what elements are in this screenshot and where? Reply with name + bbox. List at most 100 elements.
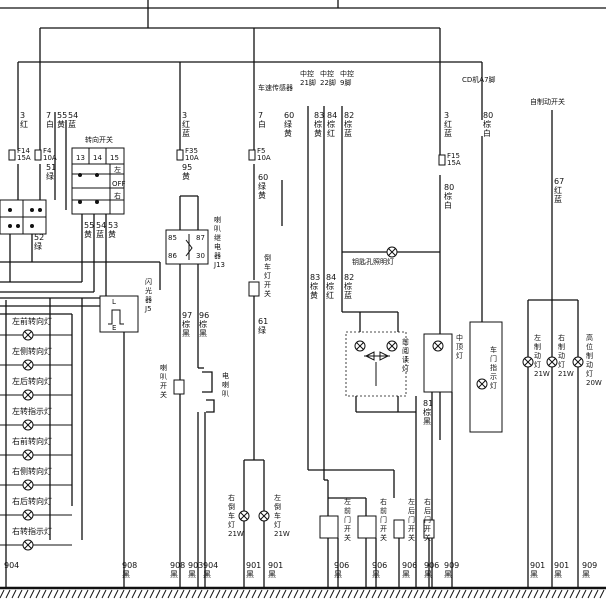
horn-switch [173, 379, 185, 588]
turn-switch-pin: 14 [93, 154, 102, 162]
ground-hatch-mark [575, 589, 581, 599]
ground-hatch-mark [587, 589, 593, 599]
ground-hatch-mark [365, 589, 371, 599]
ground-hatch-mark [389, 589, 395, 599]
ground-hatch-mark [149, 589, 155, 599]
ground-hatch-mark [35, 589, 41, 599]
ground-hatch-mark [59, 589, 65, 599]
ground-hatch-mark [341, 589, 347, 599]
ground-hatch-mark [413, 589, 419, 599]
lamp-cross [24, 481, 32, 489]
ground-hatch-mark [371, 589, 377, 599]
ground-hatch-mark [131, 589, 137, 599]
lamp-cross [24, 391, 32, 399]
left-power-section [0, 112, 161, 301]
top-bus [0, 0, 606, 155]
ground-hatch-mark [467, 589, 473, 599]
ground-hatch-mark [161, 589, 167, 599]
ground-hatch-mark [503, 589, 509, 599]
ground-hatch-mark [431, 589, 437, 599]
lamp-cross [24, 421, 32, 429]
ground-hatch-mark [155, 589, 161, 599]
label-parking-switch: 自制动开关 [530, 97, 565, 106]
label-speed-sensor: 车速传感器 [258, 83, 293, 92]
ground-hatch-mark [251, 589, 257, 599]
ground-hatch-mark [269, 589, 275, 599]
fuse-f4 [34, 149, 42, 161]
ground-hatch-mark [311, 589, 317, 599]
ground-hatch-mark [209, 589, 215, 599]
ceiling-lamp-icon [432, 340, 444, 352]
ground-label-g904a: 904 [4, 561, 19, 570]
turn-lamp-array [0, 297, 100, 540]
ground-hatch-mark [77, 589, 83, 599]
ground-hatch-mark [563, 589, 569, 599]
ground-hatch-mark [401, 589, 407, 599]
brake-circuit [527, 110, 579, 588]
ground-hatch-mark [515, 589, 521, 599]
front-reading-lamp-right-icon [386, 340, 398, 352]
ground-hatch-mark [455, 589, 461, 599]
horn [197, 367, 215, 588]
ground-hatch-mark [377, 589, 383, 599]
ground-hatch-mark [287, 589, 293, 599]
turn-switch-pin: 13 [76, 154, 85, 162]
ground-hatch-mark [143, 589, 149, 599]
ground-hatch-mark [29, 589, 35, 599]
turn-switch-left: 左 [114, 165, 121, 174]
ground-hatch-mark [233, 589, 239, 599]
ceiling-lamp-label: 中顶灯 [456, 333, 463, 360]
keyhole-lamp-label: 钥匙孔照明灯 [352, 257, 394, 266]
ground-hatch-mark [383, 589, 389, 599]
ground-hatch-mark [539, 589, 545, 599]
flasher-pin-l: L [112, 298, 116, 306]
ground-hatch-mark [71, 589, 77, 599]
reverse-circuit [243, 164, 283, 588]
ground-hatch-mark [551, 589, 557, 599]
ground-hatch-mark [281, 589, 287, 599]
ground-hatch-mark [263, 589, 269, 599]
fuse-f14 [8, 149, 16, 161]
ground-hatch-mark [323, 589, 329, 599]
lamp-cross [24, 331, 32, 339]
ground-hatch-mark [65, 589, 71, 599]
ground-hatch-mark [329, 589, 335, 599]
relay-pin: 30 [196, 252, 205, 260]
door-indicator-label: 车门指示灯 [490, 345, 497, 390]
lamp-cross [24, 511, 32, 519]
ground-hatch-mark [119, 589, 125, 599]
ground-hatch-mark [275, 589, 281, 599]
horn-relay [165, 195, 209, 384]
flasher-pin-e: E [112, 324, 116, 332]
ground-hatch-mark [89, 589, 95, 599]
ground-hatch-mark [437, 589, 443, 599]
label-cd-a7: CD机A7脚 [462, 75, 496, 84]
left-lamp-label-0: 左前转向灯 [12, 316, 52, 326]
front-reading-lamp-box [342, 311, 416, 413]
